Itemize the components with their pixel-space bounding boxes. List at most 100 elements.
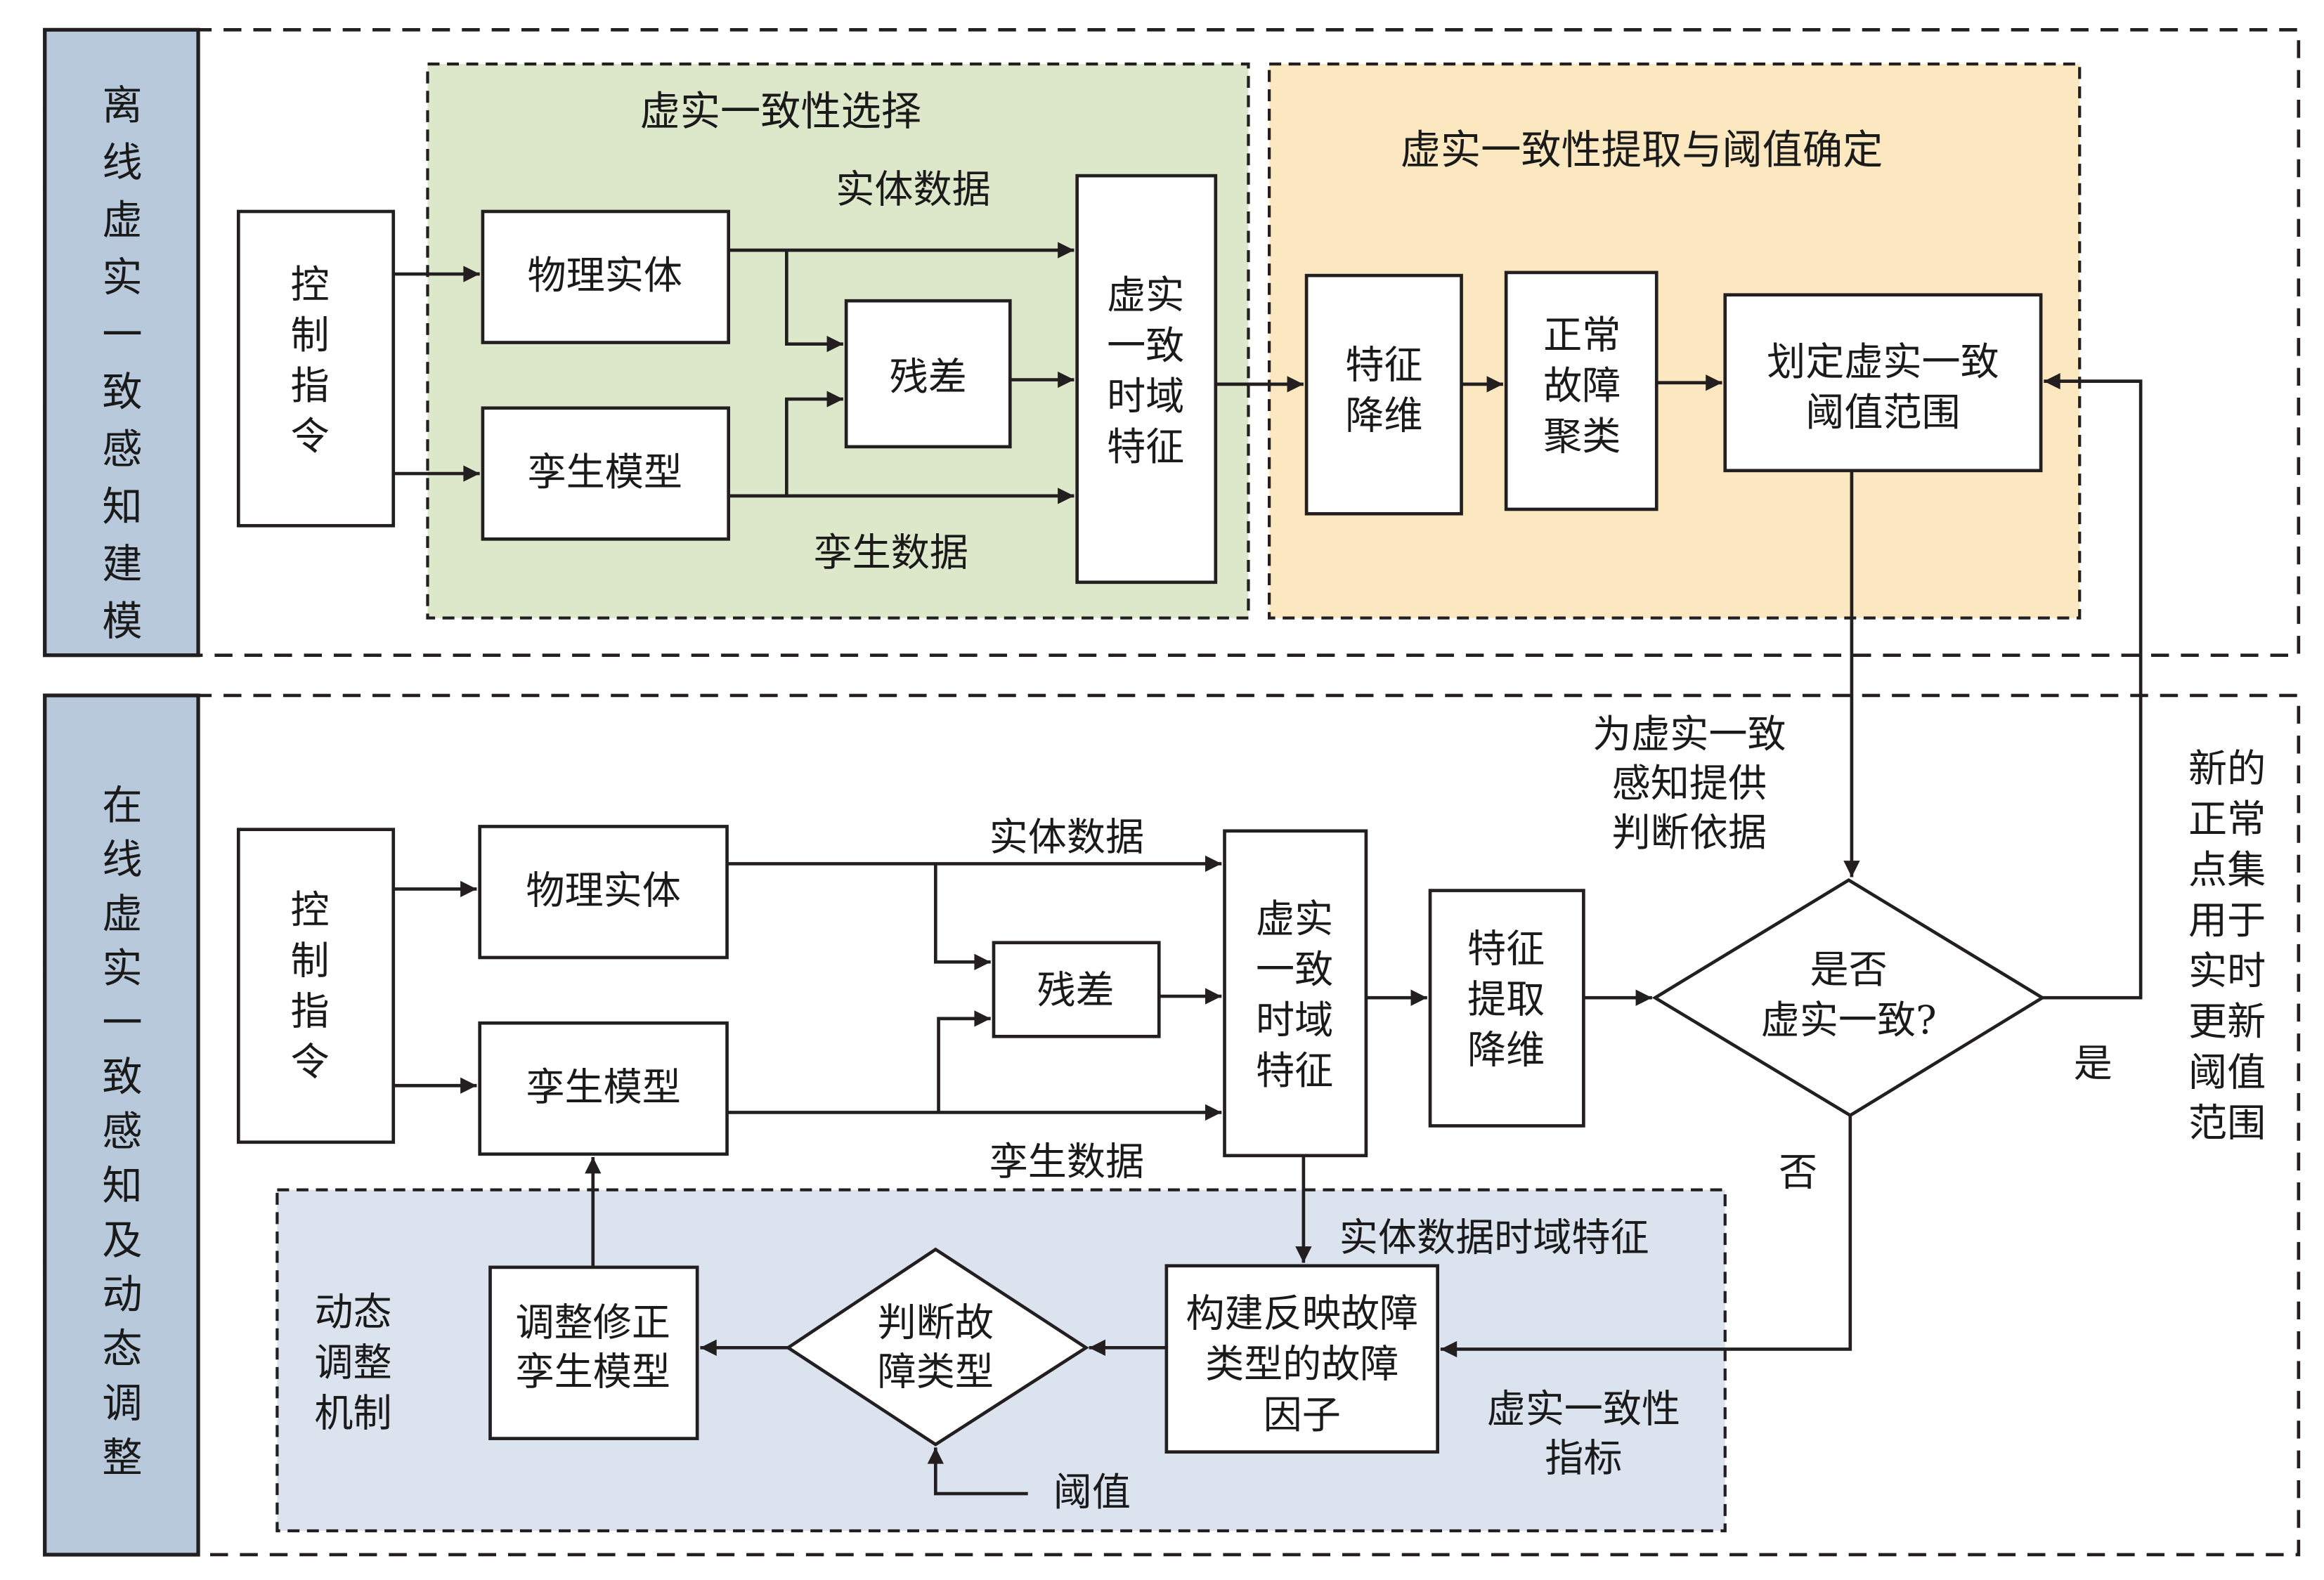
online-sidebar-label-line-11: 调 bbox=[102, 1380, 142, 1427]
threshold-range-label-line-1: 阈值范围 bbox=[1805, 390, 1960, 435]
online-time-feature-label-line-0: 虚实 bbox=[1256, 896, 1333, 941]
consistency-index-label-line-0: 虚实一致性 bbox=[1487, 1386, 1681, 1431]
offline-section: 离线虚实一致感知建模 虚实一致性选择 控制指令 物理实体 孪生模型 残差 虚实一… bbox=[43, 27, 2301, 658]
dynamic-adjust-title-line-0: 动态 bbox=[314, 1290, 391, 1335]
online-control-box bbox=[236, 828, 396, 1144]
feature-reduce-label: 特征降维 bbox=[1345, 342, 1422, 438]
consistency-selection-title: 虚实一致性选择 bbox=[640, 89, 922, 135]
update-note-line-1: 正常 bbox=[2188, 797, 2266, 842]
online-control-label-line-2: 指 bbox=[290, 988, 329, 1033]
fault-factor-label: 构建反映故障类型的故障因子 bbox=[1186, 1291, 1418, 1437]
offline-sidebar-label-line-2: 虚 bbox=[102, 197, 142, 244]
offline-time-feature-box bbox=[1075, 174, 1218, 585]
update-note-line-4: 实时 bbox=[2188, 948, 2266, 993]
fault-factor-label-line-1: 类型的故障 bbox=[1205, 1342, 1399, 1387]
extraction-threshold-title: 虚实一致性提取与阈值确定 bbox=[1401, 127, 1883, 174]
arrow-twin-to-residual bbox=[785, 391, 843, 496]
consistency-decision-label-line-0: 是否 bbox=[1810, 947, 1888, 992]
arrow-online-physical-to-residual bbox=[933, 863, 991, 970]
judge-fault-label: 判断故障类型 bbox=[878, 1300, 994, 1394]
feature-extract-label-line-0: 特征 bbox=[1467, 926, 1545, 971]
consistency-index-label-line-1: 指标 bbox=[1545, 1435, 1622, 1480]
feature-reduce-box bbox=[1304, 273, 1463, 516]
update-note-line-0: 新的 bbox=[2188, 746, 2266, 791]
basis-note: 为虚实一致感知提供判断依据 bbox=[1592, 712, 1786, 855]
online-control-label-line-3: 令 bbox=[290, 1039, 329, 1084]
feature-extract-box bbox=[1428, 889, 1585, 1128]
online-time-feature-label-line-3: 特征 bbox=[1256, 1048, 1333, 1093]
update-note-line-6: 阈值 bbox=[2188, 1050, 2266, 1095]
normal-cluster-label-line-2: 聚类 bbox=[1543, 414, 1621, 459]
adjust-model-label-line-1: 孪生模型 bbox=[516, 1349, 670, 1394]
threshold-range-label-line-0: 划定虚实一致 bbox=[1767, 339, 1999, 384]
arrow-online-twin-to-residual bbox=[937, 1010, 991, 1113]
offline-residual-box bbox=[844, 299, 1012, 449]
online-time-feature-box bbox=[1223, 829, 1368, 1158]
yes-label: 是 bbox=[2074, 1041, 2112, 1086]
offline-sidebar-label-line-0: 离 bbox=[102, 83, 142, 129]
offline-time-feature-label-line-2: 时域 bbox=[1107, 374, 1184, 419]
offline-time-feature-label-line-1: 一致 bbox=[1107, 323, 1184, 368]
offline-time-feature-label: 虚实一致时域特征 bbox=[1107, 273, 1184, 469]
threshold-range-label: 划定虚实一致阈值范围 bbox=[1767, 339, 1999, 435]
normal-cluster-box bbox=[1504, 270, 1658, 511]
offline-twin-model-box bbox=[481, 406, 730, 541]
online-residual-box bbox=[992, 941, 1161, 1038]
entity-time-feature-label: 实体数据时域特征 bbox=[1339, 1215, 1649, 1260]
online-sidebar-label-line-3: 实 bbox=[102, 946, 142, 992]
offline-sidebar-label-line-4: 一 bbox=[102, 312, 142, 358]
offline-control-label: 控制指令 bbox=[290, 262, 329, 459]
online-sidebar-label-line-9: 动 bbox=[102, 1272, 142, 1318]
offline-outer-frame bbox=[43, 28, 2301, 657]
online-sidebar-label-line-5: 致 bbox=[102, 1055, 142, 1101]
offline-control-label-line-1: 制 bbox=[290, 313, 329, 358]
online-twin-data-label: 孪生数据 bbox=[989, 1139, 1144, 1184]
online-sidebar-label: 在线虚实一致感知及动态调整 bbox=[102, 783, 142, 1481]
online-sidebar-label-line-0: 在 bbox=[102, 783, 142, 829]
online-sidebar-label-line-1: 线 bbox=[102, 837, 142, 883]
arrow-threshold-to-judge bbox=[927, 1447, 1028, 1496]
online-time-feature-label-line-2: 时域 bbox=[1256, 998, 1333, 1043]
online-sidebar-label-line-10: 态 bbox=[102, 1326, 142, 1373]
threshold-label: 阈值 bbox=[1053, 1470, 1131, 1515]
online-entity-data-label: 实体数据 bbox=[989, 814, 1144, 859]
online-twin-model-label: 孪生模型 bbox=[526, 1064, 680, 1109]
online-physical-entity-label: 物理实体 bbox=[526, 868, 680, 913]
offline-sidebar-label-line-7: 知 bbox=[102, 484, 142, 530]
no-label: 否 bbox=[1779, 1149, 1817, 1194]
judge-fault-label-line-0: 判断故 bbox=[878, 1300, 994, 1345]
offline-control-label-line-2: 指 bbox=[290, 363, 329, 408]
online-sidebar-label-line-7: 知 bbox=[102, 1163, 142, 1209]
online-sidebar-label-line-6: 感 bbox=[102, 1109, 142, 1155]
feature-reduce-label-line-0: 特征 bbox=[1345, 342, 1422, 387]
offline-time-feature-label-line-3: 特征 bbox=[1107, 424, 1184, 469]
offline-residual-label: 残差 bbox=[890, 354, 967, 399]
adjust-model-box bbox=[488, 1265, 699, 1440]
offline-sidebar-label: 离线虚实一致感知建模 bbox=[102, 83, 142, 645]
online-sidebar bbox=[43, 693, 200, 1557]
fault-factor-label-line-2: 因子 bbox=[1264, 1392, 1341, 1437]
online-twin-model-box bbox=[478, 1021, 729, 1156]
arrow-no-to-fault-factor bbox=[1440, 1115, 1852, 1358]
basis-note-line-1: 感知提供 bbox=[1612, 761, 1767, 806]
feature-reduce-label-line-1: 降维 bbox=[1345, 393, 1422, 438]
online-sidebar-label-line-2: 虚 bbox=[102, 892, 142, 938]
feature-extract-label-line-1: 提取 bbox=[1467, 977, 1545, 1021]
offline-sidebar-label-line-1: 线 bbox=[102, 140, 142, 186]
offline-sidebar bbox=[43, 27, 200, 658]
dynamic-adjust-title-line-1: 调整 bbox=[314, 1340, 391, 1385]
fault-factor-box bbox=[1164, 1264, 1439, 1454]
basis-note-line-0: 为虚实一致 bbox=[1592, 712, 1786, 757]
adjust-model-label: 调整修正孪生模型 bbox=[516, 1300, 670, 1394]
dynamic-adjust-title-line-2: 机制 bbox=[314, 1391, 391, 1436]
offline-control-label-line-0: 控 bbox=[290, 262, 329, 307]
basis-note-line-2: 判断依据 bbox=[1612, 810, 1767, 855]
normal-cluster-label: 正常故障聚类 bbox=[1543, 313, 1621, 459]
judge-fault-label-line-1: 障类型 bbox=[878, 1349, 994, 1394]
online-sidebar-label-line-4: 一 bbox=[102, 1000, 142, 1046]
offline-sidebar-label-line-8: 建 bbox=[102, 541, 142, 587]
offline-sidebar-label-line-9: 模 bbox=[102, 599, 142, 645]
normal-cluster-label-line-0: 正常 bbox=[1543, 313, 1621, 358]
offline-physical-entity-box bbox=[481, 209, 730, 344]
offline-control-label-line-3: 令 bbox=[290, 414, 329, 459]
